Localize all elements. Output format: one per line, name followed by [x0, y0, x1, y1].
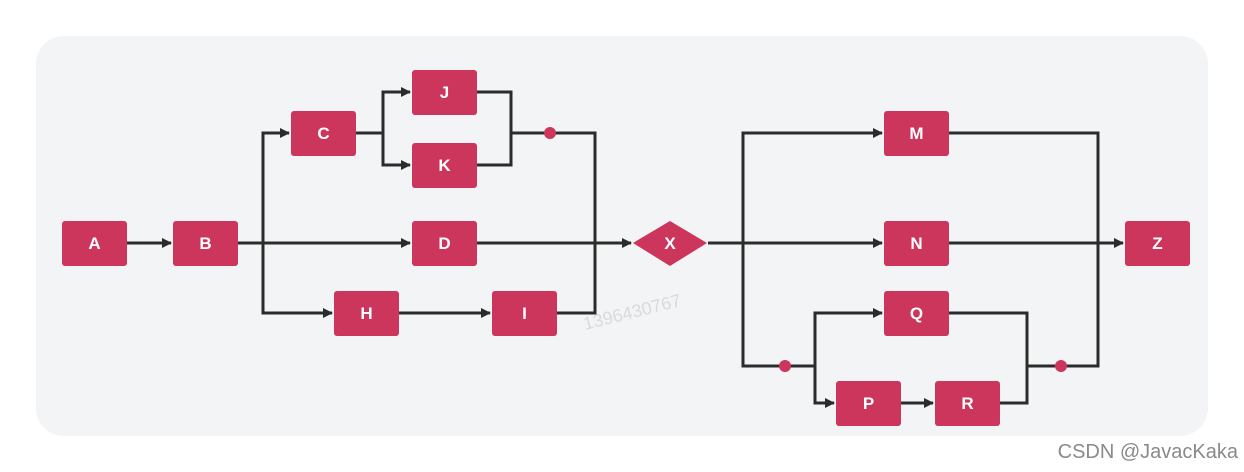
node-r-label: R — [961, 394, 973, 413]
edge-r-merge — [1000, 366, 1029, 405]
edge-lower-q — [813, 308, 883, 366]
node-q[interactable]: Q — [884, 291, 949, 336]
node-p[interactable]: P — [836, 381, 901, 426]
node-j-label: J — [440, 83, 449, 102]
edge-b-c — [261, 128, 290, 243]
node-k[interactable]: K — [412, 143, 477, 188]
edge-c-k — [381, 133, 411, 170]
edge-q-merge — [949, 311, 1029, 366]
node-a[interactable]: A — [62, 221, 127, 266]
node-n[interactable]: N — [884, 221, 949, 266]
node-r[interactable]: R — [935, 381, 1000, 426]
edge-b-h — [261, 243, 333, 318]
node-x-decision[interactable]: X — [633, 221, 707, 266]
node-c[interactable]: C — [291, 111, 356, 156]
edge-c-j — [381, 87, 411, 133]
node-i[interactable]: I — [492, 291, 557, 336]
node-b[interactable]: B — [173, 221, 238, 266]
edge-j-merge — [477, 90, 513, 167]
node-m[interactable]: M — [884, 111, 949, 156]
node-c-label: C — [317, 124, 329, 143]
node-x-label: X — [664, 234, 676, 253]
node-i-label: I — [522, 304, 527, 323]
node-d-label: D — [438, 234, 450, 253]
node-n-label: N — [910, 234, 922, 253]
node-z-label: Z — [1152, 234, 1162, 253]
node-d[interactable]: D — [412, 221, 477, 266]
node-q-label: Q — [910, 304, 923, 323]
node-a-label: A — [88, 234, 100, 253]
edge-jk-out — [511, 131, 597, 243]
edge-i-merge — [557, 243, 597, 315]
edge-merge-out — [1027, 243, 1100, 368]
junction-dots — [544, 127, 1067, 372]
connectors — [127, 87, 1124, 408]
node-h[interactable]: H — [334, 291, 399, 336]
node-j[interactable]: J — [412, 70, 477, 115]
junction-dot — [1055, 360, 1067, 372]
edge-x-lower — [741, 243, 815, 368]
node-b-label: B — [199, 234, 211, 253]
edge-lower-p — [813, 366, 835, 408]
node-m-label: M — [909, 124, 923, 143]
junction-dot — [544, 127, 556, 139]
edge-x-m — [741, 128, 883, 243]
junction-dot — [779, 360, 791, 372]
footer-credit: CSDN @JavacKaka — [1057, 441, 1238, 463]
node-z[interactable]: Z — [1125, 221, 1190, 266]
node-h-label: H — [360, 304, 372, 323]
node-p-label: P — [863, 394, 874, 413]
edge-m-merge — [949, 131, 1100, 243]
node-k-label: K — [438, 156, 451, 175]
